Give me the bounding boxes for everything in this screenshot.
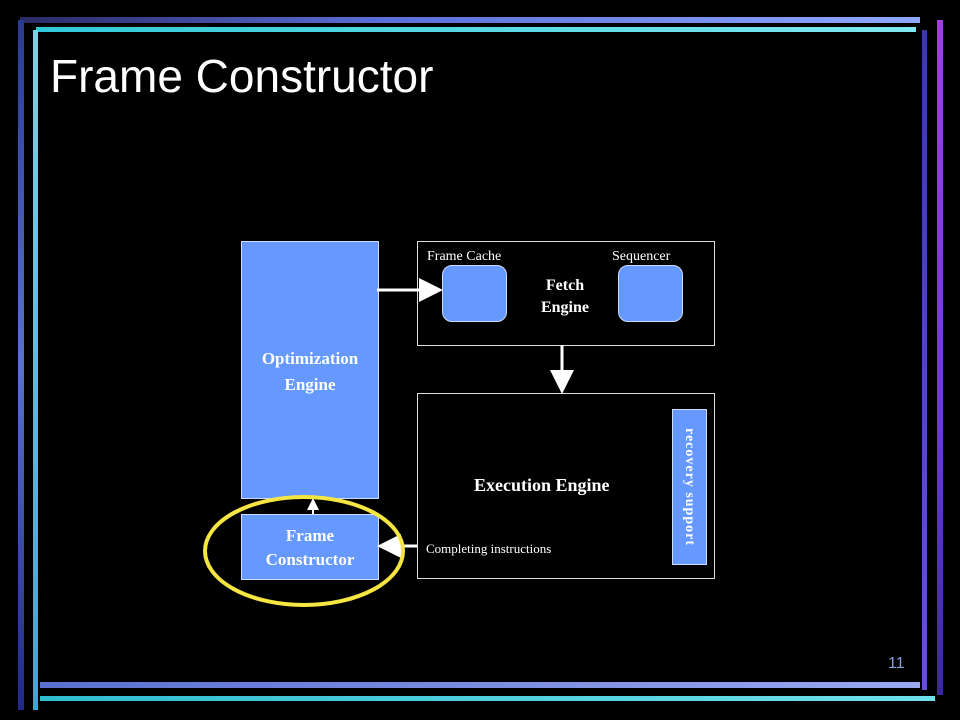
frame-bar-right	[937, 20, 943, 695]
recovery-support-label: recovery support	[682, 428, 697, 546]
page-number: 11	[888, 655, 905, 672]
recovery-support-bar: recovery support	[672, 409, 707, 565]
sequencer-block	[618, 265, 683, 322]
frame-bar-top-inner	[36, 27, 916, 32]
optimization-engine-box: Optimization Engine	[241, 241, 379, 499]
frame-bar-right-inner	[922, 30, 927, 690]
frame-bar-bottom	[40, 696, 935, 701]
frame-cache-block	[442, 265, 507, 322]
completing-instructions-label: Completing instructions	[426, 541, 552, 556]
highlight-ellipse	[203, 495, 405, 607]
frame-bar-bottom-inner	[40, 682, 920, 688]
frame-bar-left-inner	[33, 30, 38, 710]
sequencer-label: Sequencer	[612, 249, 671, 264]
frame-constructor-box: Frame Constructor	[241, 514, 379, 580]
fetch-engine-label: Fetch Engine	[540, 277, 589, 316]
frame-bar-top	[20, 17, 920, 23]
frame-cache-label: Frame Cache	[427, 249, 502, 264]
execution-engine-label: Execution Engine	[474, 475, 610, 495]
execution-engine-box	[417, 393, 715, 579]
frame-constructor-label: Frame Constructor	[265, 526, 355, 569]
slide-title: Frame Constructor	[50, 50, 434, 102]
optimization-engine-label: Optimization Engine	[261, 349, 359, 394]
frame-bar-left	[18, 20, 24, 710]
